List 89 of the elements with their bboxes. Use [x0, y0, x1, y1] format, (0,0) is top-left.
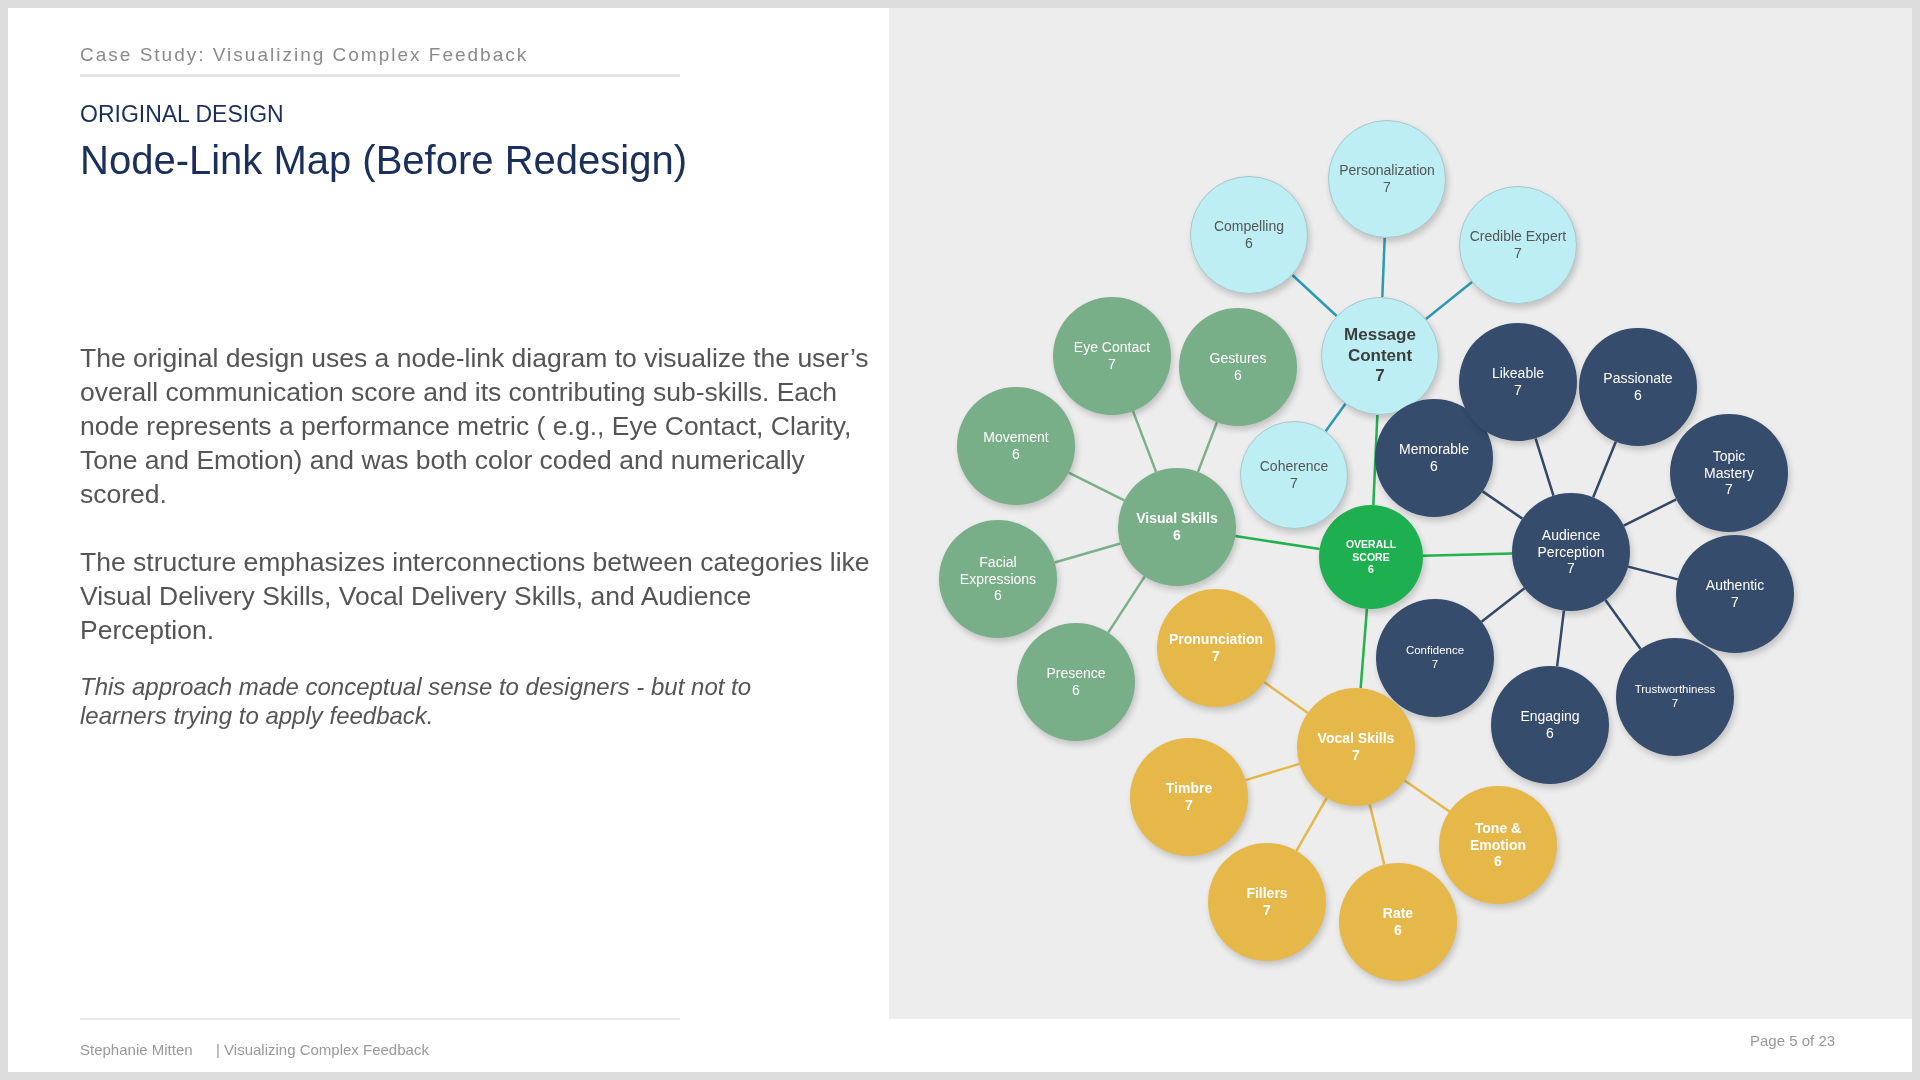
node-label: Compelling — [1212, 218, 1285, 235]
connector-line — [1592, 441, 1617, 498]
node-label: Passionate — [1602, 370, 1674, 387]
score-value: 7 — [1513, 382, 1523, 399]
connector-line — [1403, 779, 1451, 813]
score-value: 7 — [1430, 658, 1440, 672]
score-value: 7 — [1724, 481, 1734, 499]
score-value: 7 — [1566, 560, 1576, 578]
connector-line — [1555, 610, 1566, 667]
node-label: Gestures — [1208, 350, 1268, 367]
node-label: Vocal Skills — [1316, 730, 1396, 747]
node-label: Personalization — [1338, 162, 1436, 179]
score-value: 6 — [1367, 563, 1375, 576]
connector-line — [1422, 552, 1513, 557]
score-value: 7 — [1670, 697, 1680, 711]
score-value: 6 — [993, 587, 1003, 605]
node-label: Trustworthiness — [1633, 683, 1717, 697]
node-label: Memorable — [1398, 441, 1470, 458]
score-value: 6 — [1545, 725, 1555, 742]
node-label: Pronunciation — [1167, 631, 1265, 648]
score-value: 7 — [1184, 797, 1194, 814]
node-label: OVERALL SCORE — [1344, 538, 1398, 564]
score-value: 7 — [1513, 245, 1523, 262]
score-value: 7 — [1730, 594, 1740, 611]
score-value: 7 — [1107, 356, 1117, 373]
connector-line — [1534, 437, 1555, 497]
connector-line — [1368, 804, 1386, 865]
connector-line — [1359, 608, 1369, 689]
connector-line — [1196, 421, 1219, 473]
score-value: 7 — [1351, 747, 1361, 764]
footer-text: | Visualizing Complex Feedback — [216, 1041, 429, 1058]
connector-line — [1623, 498, 1677, 527]
score-value: 6 — [1071, 682, 1081, 699]
paragraph: The structure emphasizes interconnections between categories like Visual Delivery Skills, Vocal Delivery Skills, and Audience Perception. — [80, 546, 870, 647]
node-label: Eye Contact — [1072, 339, 1152, 356]
page-number: Page 5 of 23 — [1750, 1032, 1836, 1049]
score-value: 6 — [1633, 387, 1643, 404]
score-value: 7 — [1382, 179, 1392, 196]
node-label: Audience Perception — [1536, 526, 1606, 561]
connector-line — [1481, 490, 1524, 520]
note-text: This approach made conceptual sense to designers - but not to learners trying to apply feedback. — [80, 672, 753, 730]
connector-line — [1324, 403, 1347, 432]
score-value: 6 — [1011, 446, 1021, 463]
connector-line — [1291, 274, 1338, 317]
score-value: 6 — [1244, 235, 1254, 252]
node-label: Message Content — [1343, 325, 1417, 367]
title: Node-Link Map (Before Redesign) — [80, 138, 687, 183]
connector-line — [1068, 471, 1125, 502]
connector-line — [1131, 410, 1158, 473]
score-value: 6 — [1393, 922, 1403, 939]
connector-line — [1054, 542, 1121, 564]
connector-line — [1263, 681, 1309, 714]
node-label: Confidence — [1404, 644, 1466, 658]
score-value: 6 — [1233, 367, 1243, 384]
section-label: ORIGINAL DESIGN — [80, 101, 284, 128]
node-label: Timbre — [1164, 780, 1214, 797]
node-label: Credible Expert — [1468, 228, 1568, 245]
node-label: Coherence — [1258, 458, 1330, 475]
connector-line — [1604, 599, 1642, 650]
score-value: 7 — [1262, 902, 1272, 919]
connector-line — [1245, 762, 1300, 782]
connector-line — [1235, 534, 1320, 551]
node-label: Likeable — [1490, 365, 1546, 382]
paragraph: The original design uses a node-link diagram to visualize the user’s overall communication score and its contributing sub-skills. Each node represents a performance metric ( e.g., Eye Contact, Clarity, Tone and Emotion) and was both color coded and numerically scored. — [80, 342, 870, 511]
connector-line — [1372, 414, 1379, 506]
score-value: 7 — [1374, 366, 1386, 387]
node-label: Rate — [1381, 905, 1415, 922]
connector-line — [1295, 797, 1328, 852]
connector-line — [1381, 237, 1386, 298]
node-label: Fillers — [1245, 885, 1289, 902]
score-value: 7 — [1289, 475, 1299, 492]
node-label: Authentic — [1704, 577, 1766, 594]
node-label: Tone & Emotion — [1469, 819, 1527, 854]
score-value: 7 — [1211, 648, 1221, 665]
connector-line — [1480, 587, 1526, 623]
node-label: Movement — [982, 429, 1050, 446]
score-value: 6 — [1429, 458, 1439, 475]
node-label: Visual Skills — [1135, 510, 1219, 527]
connector-line — [1425, 281, 1473, 320]
node-label: Presence — [1045, 665, 1107, 682]
score-value: 6 — [1172, 527, 1182, 544]
node-label: Topic Mastery — [1703, 447, 1755, 482]
subtitle: Case Study: Visualizing Complex Feedback — [80, 44, 529, 66]
connector-line — [1627, 565, 1679, 581]
node-label: Engaging — [1519, 708, 1581, 725]
node-label: Facial Expressions — [958, 553, 1038, 588]
score-value: 6 — [1493, 853, 1503, 871]
connector-line — [1107, 575, 1146, 634]
author-name: Stephanie Mitten — [80, 1041, 193, 1058]
